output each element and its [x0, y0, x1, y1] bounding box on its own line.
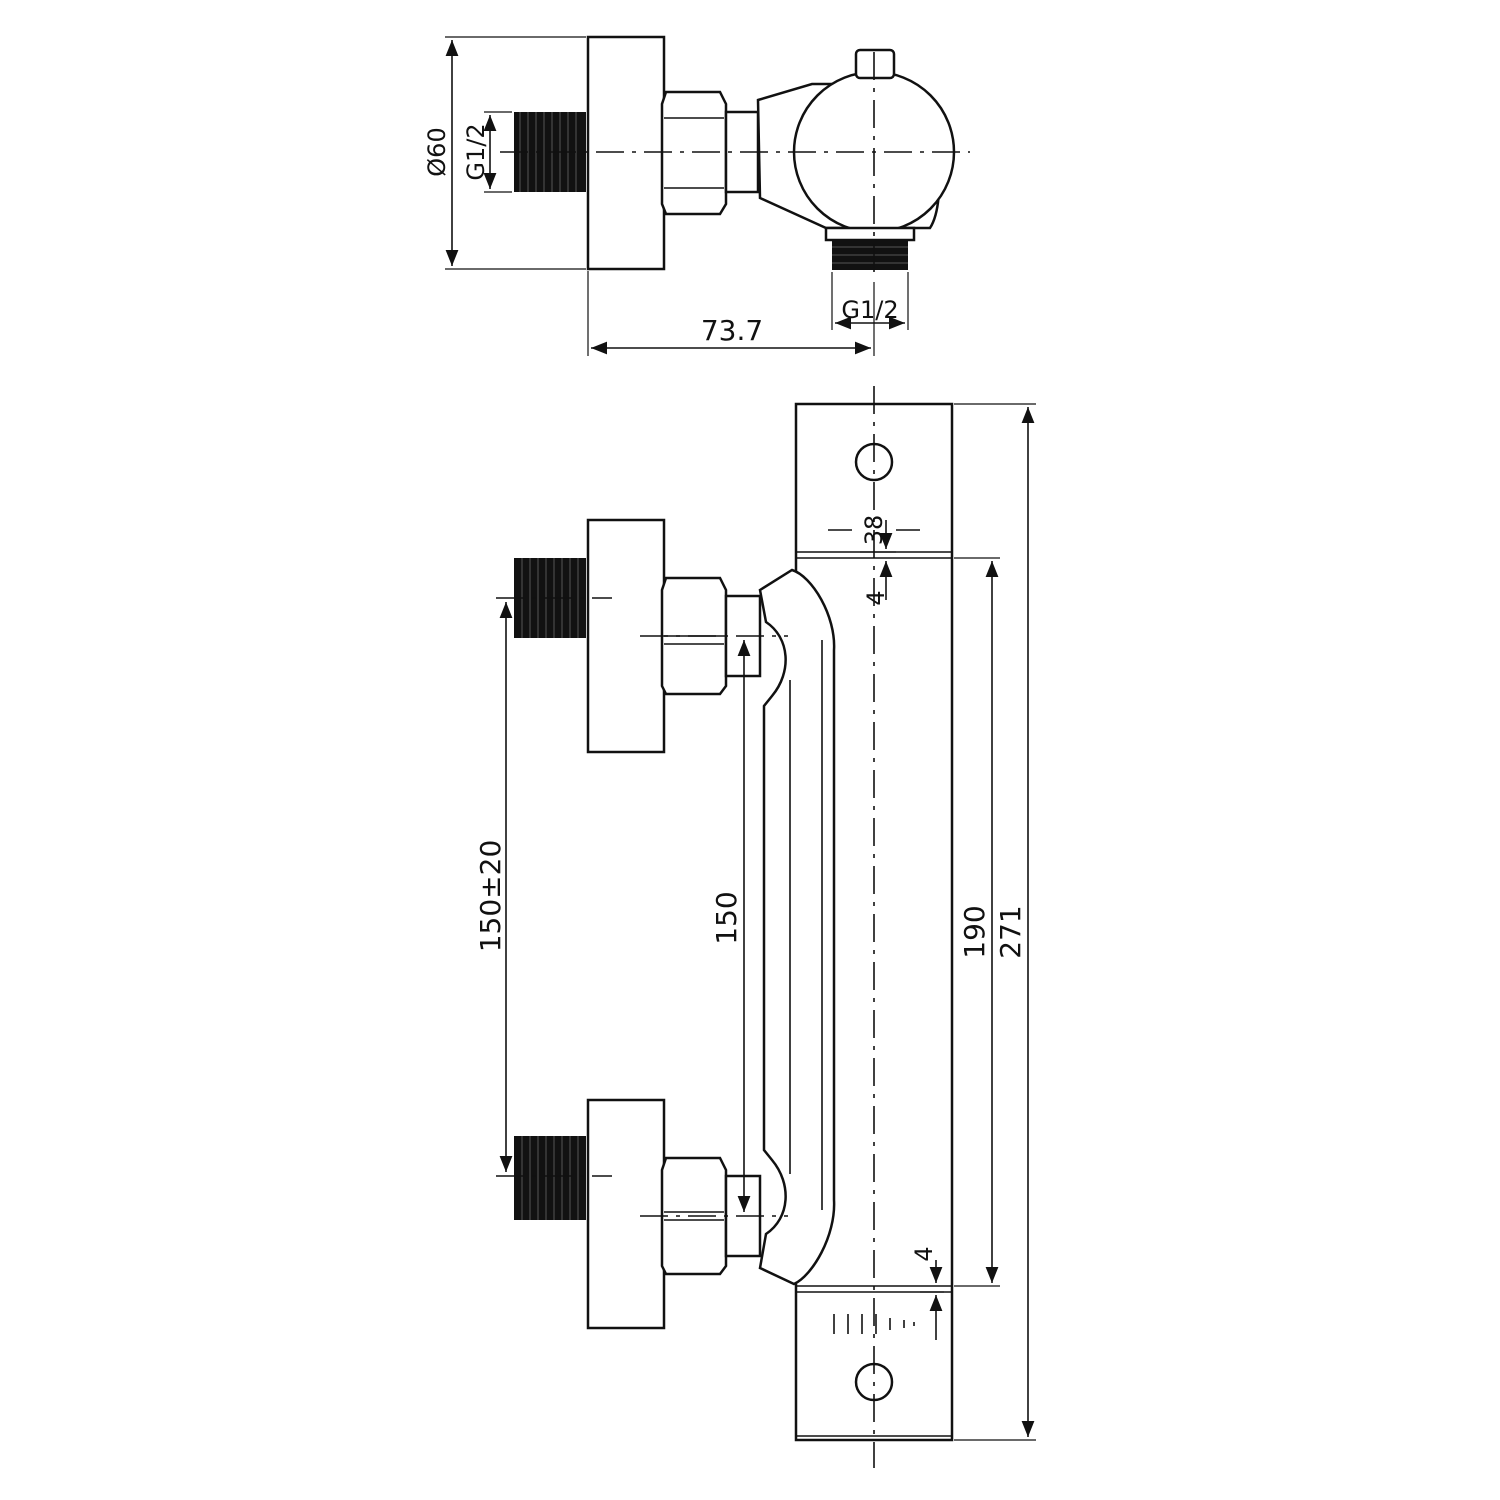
diameter-label: Ø60: [423, 127, 451, 176]
outlet-thread-label: G1/2: [841, 296, 898, 324]
top-cap-stub: [854, 48, 896, 80]
top-wall-rosette: [586, 35, 666, 271]
top-outlet-nut: [824, 226, 916, 242]
top-view: Ø60 G1/2 G1/2 73.7: [423, 35, 970, 356]
inlet-spacing-label: 150±20: [474, 840, 507, 953]
front-view: 38: [474, 386, 1036, 1468]
top-hex-nut: [660, 90, 728, 216]
lower-inlet-assembly: [496, 1098, 788, 1330]
depth-label: 73.7: [701, 314, 763, 347]
temperature-scale-marks: [833, 1314, 915, 1334]
gap-top-label: 4: [862, 590, 890, 605]
fixed-spacing-label: 150: [710, 891, 743, 944]
grab-bar: [758, 568, 836, 1286]
overall-length-label: 271: [994, 905, 1027, 958]
upper-inlet-assembly: [496, 518, 788, 754]
inlet-thread-label: G1/2: [462, 123, 490, 180]
gap-bottom-label: 4: [910, 1246, 938, 1261]
lower-wall-rosette: [586, 1098, 666, 1330]
body-length-label: 190: [958, 905, 991, 958]
lower-inlet-thread: [514, 1136, 586, 1220]
